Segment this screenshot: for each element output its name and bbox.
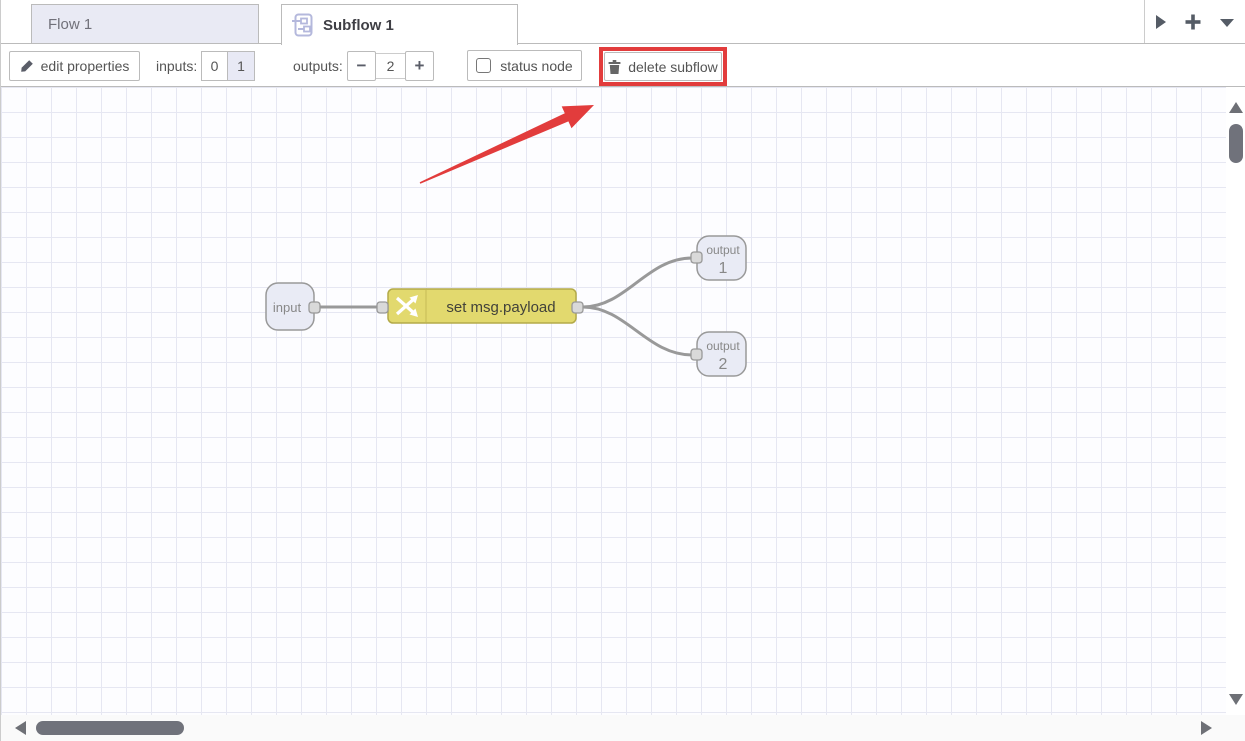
status-node-label: status node xyxy=(500,57,573,74)
subflow-icon xyxy=(292,12,314,38)
inputs-option-1[interactable]: 1 xyxy=(228,51,255,81)
output1-node-number: 1 xyxy=(719,260,728,277)
status-node-button[interactable]: status node xyxy=(467,50,582,81)
change-node-output-port[interactable] xyxy=(571,301,584,314)
subflow-input-node[interactable]: input xyxy=(265,282,321,331)
input-node-label: input xyxy=(273,300,302,315)
change-node-input-port[interactable] xyxy=(376,301,389,314)
subflow-toolbar: edit properties inputs: 0 1 outputs: − 2… xyxy=(1,44,1245,87)
red-arrow-annotation xyxy=(419,105,594,184)
wire-change-to-output1[interactable] xyxy=(582,256,693,309)
inputs-label: inputs: xyxy=(156,58,198,74)
scroll-right-icon[interactable] xyxy=(1201,721,1212,740)
workspace-tab-bar: Flow 1 Subflow 1 xyxy=(1,0,1245,45)
tabbar-separator xyxy=(1144,0,1145,43)
horizontal-scrollbar[interactable] xyxy=(1,715,1245,741)
horizontal-scroll-thumb[interactable] xyxy=(36,721,184,735)
shuffle-change-icon xyxy=(395,295,418,317)
scroll-left-icon[interactable] xyxy=(15,721,26,740)
output2-node-number: 2 xyxy=(719,356,728,373)
scroll-up-icon[interactable] xyxy=(1229,100,1243,118)
output1-node-input-port[interactable] xyxy=(690,251,703,264)
edit-properties-button[interactable]: edit properties xyxy=(9,51,140,81)
minus-icon: − xyxy=(356,56,367,75)
add-tab-icon[interactable] xyxy=(1179,8,1207,36)
delete-subflow-button[interactable]: delete subflow xyxy=(604,52,722,81)
outputs-value[interactable]: 2 xyxy=(376,53,405,79)
trash-icon xyxy=(608,59,621,74)
input-node-output-port[interactable] xyxy=(308,301,321,314)
edit-properties-label: edit properties xyxy=(40,58,130,74)
outputs-decrease-button[interactable]: − xyxy=(347,51,376,81)
delete-subflow-label: delete subflow xyxy=(628,58,718,75)
wire-change-to-output2[interactable] xyxy=(582,305,693,357)
output1-node-label: output xyxy=(706,243,740,257)
flow-canvas[interactable]: input set msg.payload ou xyxy=(1,87,1226,715)
plus-icon: + xyxy=(414,56,425,75)
change-node[interactable]: set msg.payload xyxy=(376,288,584,324)
output2-node-input-port[interactable] xyxy=(690,348,703,361)
outputs-spinner: − 2 + xyxy=(347,51,434,81)
status-node-checkbox[interactable] xyxy=(476,58,492,73)
vertical-scrollbar[interactable] xyxy=(1226,87,1245,715)
tab-subflow-1-label: Subflow 1 xyxy=(323,16,394,34)
subflow-output-2-node[interactable]: output 2 xyxy=(690,331,747,377)
output2-node-label: output xyxy=(706,339,740,353)
subflow-output-1-node[interactable]: output 1 xyxy=(690,235,747,281)
inputs-option-0[interactable]: 0 xyxy=(201,51,228,81)
scroll-down-icon[interactable] xyxy=(1229,692,1243,710)
tab-list-icon[interactable] xyxy=(1213,8,1241,36)
outputs-increase-button[interactable]: + xyxy=(405,51,434,81)
tab-flow-1-label: Flow 1 xyxy=(48,15,93,33)
pencil-icon xyxy=(20,59,34,73)
tab-flow-1[interactable]: Flow 1 xyxy=(31,4,259,44)
inputs-toggle: 0 1 xyxy=(201,51,255,81)
change-node-label: set msg.payload xyxy=(446,299,555,316)
scroll-tabs-right-icon[interactable] xyxy=(1147,8,1175,36)
vertical-scroll-thumb[interactable] xyxy=(1229,124,1243,163)
tab-subflow-1[interactable]: Subflow 1 xyxy=(281,4,518,45)
outputs-label: outputs: xyxy=(293,58,343,74)
